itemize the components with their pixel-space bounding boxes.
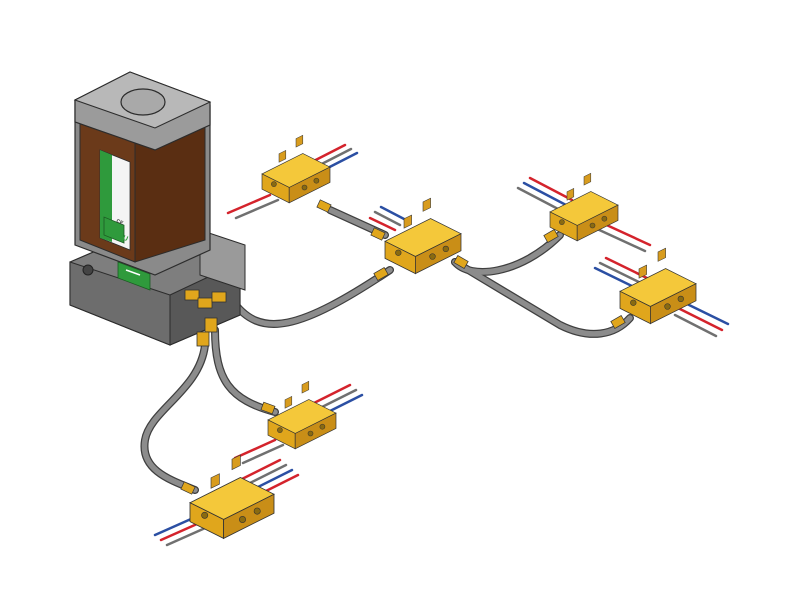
pump-brand-label: TPU [113, 231, 129, 243]
distributor-block-top-left [261, 134, 331, 204]
distributor-block-bottom-middle [267, 380, 337, 450]
distributor-block-right-upper [549, 172, 619, 242]
distributor-block-center [384, 197, 462, 274]
lid-cap [120, 88, 166, 116]
pump-outlets [184, 289, 227, 347]
pump-unit: TPU CE [69, 71, 246, 347]
control-panel-icon [117, 261, 151, 291]
hose-fittings [180, 199, 626, 495]
ce-mark: CE [115, 218, 124, 226]
distributor-block-bottom-left [189, 454, 275, 539]
